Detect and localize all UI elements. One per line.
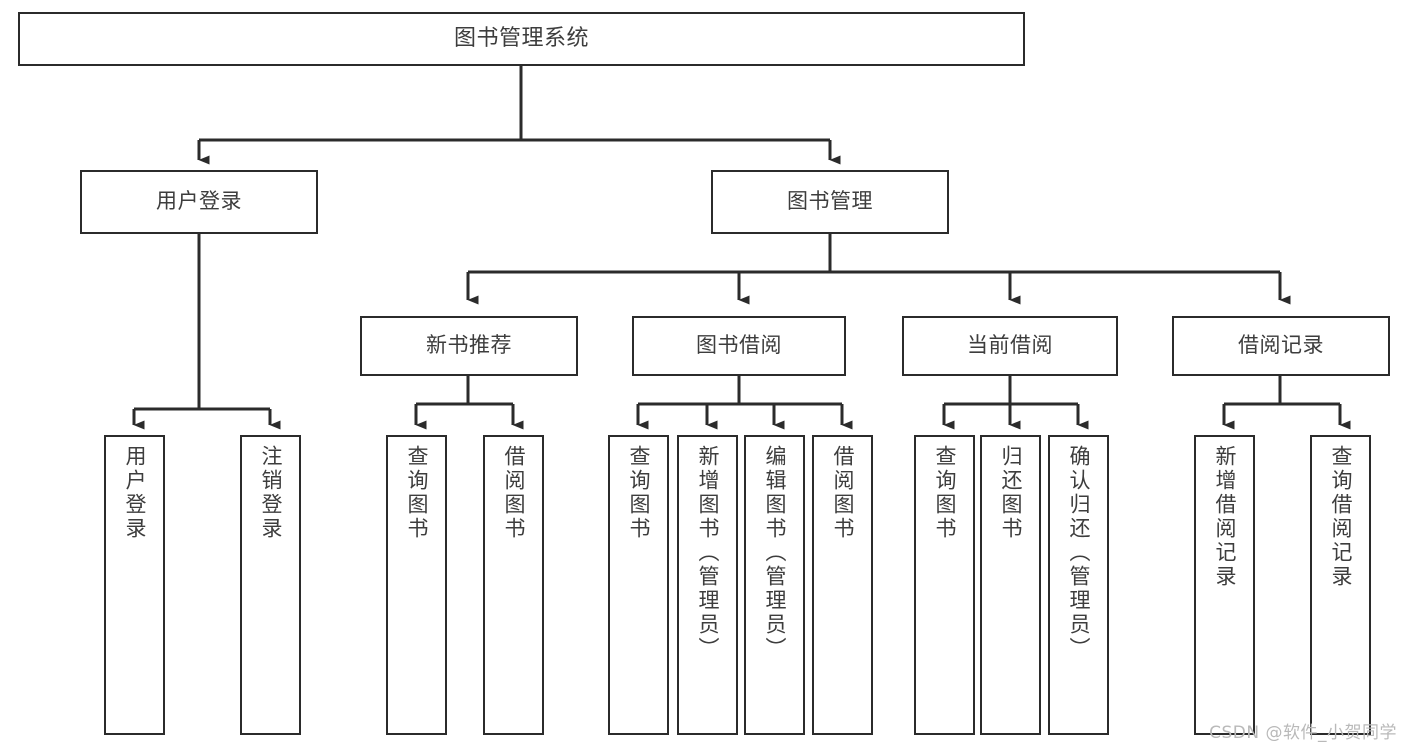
node-label: 查询图书 [627,445,651,541]
leaf-new-book-borrow-book[interactable]: 借阅图书 [483,435,544,735]
node-book-management[interactable]: 图书管理 [711,170,949,234]
node-label: 当前借阅 [967,333,1053,358]
leaf-book-borrow-edit-book-admin[interactable]: 编辑图书（管理员） [744,435,805,735]
node-root-book-management-system[interactable]: 图书管理系统 [18,12,1025,66]
node-label: 借阅记录 [1238,333,1324,358]
leaf-book-borrow-borrow-book[interactable]: 借阅图书 [812,435,873,735]
node-label: 编辑图书（管理员） [763,445,787,661]
leaf-book-borrow-add-book-admin[interactable]: 新增图书（管理员） [677,435,738,735]
node-label: 借阅图书 [502,445,526,541]
node-book-borrow[interactable]: 图书借阅 [632,316,846,376]
leaf-borrow-records-add-record[interactable]: 新增借阅记录 [1194,435,1255,735]
leaf-current-borrow-return-book[interactable]: 归还图书 [980,435,1041,735]
node-label: 图书管理系统 [453,26,589,52]
node-label: 新书推荐 [426,333,512,358]
node-label: 用户登录 [123,445,147,541]
leaf-current-borrow-query-book[interactable]: 查询图书 [914,435,975,735]
node-label: 查询图书 [933,445,957,541]
node-label: 归还图书 [999,445,1023,541]
leaf-current-borrow-confirm-return-admin[interactable]: 确认归还（管理员） [1048,435,1109,735]
node-label: 新增图书（管理员） [696,445,720,661]
node-new-book-recommend[interactable]: 新书推荐 [360,316,578,376]
node-user-login[interactable]: 用户登录 [80,170,318,234]
node-current-borrow[interactable]: 当前借阅 [902,316,1118,376]
leaf-new-book-query-book[interactable]: 查询图书 [386,435,447,735]
node-label: 新增借阅记录 [1213,445,1237,589]
leaf-user-login-signout[interactable]: 注销登录 [240,435,301,735]
node-label: 确认归还（管理员） [1067,445,1091,661]
watermark-text: CSDN @软件_小贺同学 [1209,723,1397,743]
node-label: 图书管理 [787,189,873,214]
leaf-book-borrow-query-book[interactable]: 查询图书 [608,435,669,735]
node-label: 查询借阅记录 [1329,445,1353,589]
node-label: 查询图书 [405,445,429,541]
node-label: 图书借阅 [696,333,782,358]
node-label: 用户登录 [156,189,242,214]
node-label: 注销登录 [259,445,283,541]
leaf-borrow-records-query-record[interactable]: 查询借阅记录 [1310,435,1371,735]
leaf-user-login-signin[interactable]: 用户登录 [104,435,165,735]
node-label: 借阅图书 [831,445,855,541]
node-borrow-records[interactable]: 借阅记录 [1172,316,1390,376]
